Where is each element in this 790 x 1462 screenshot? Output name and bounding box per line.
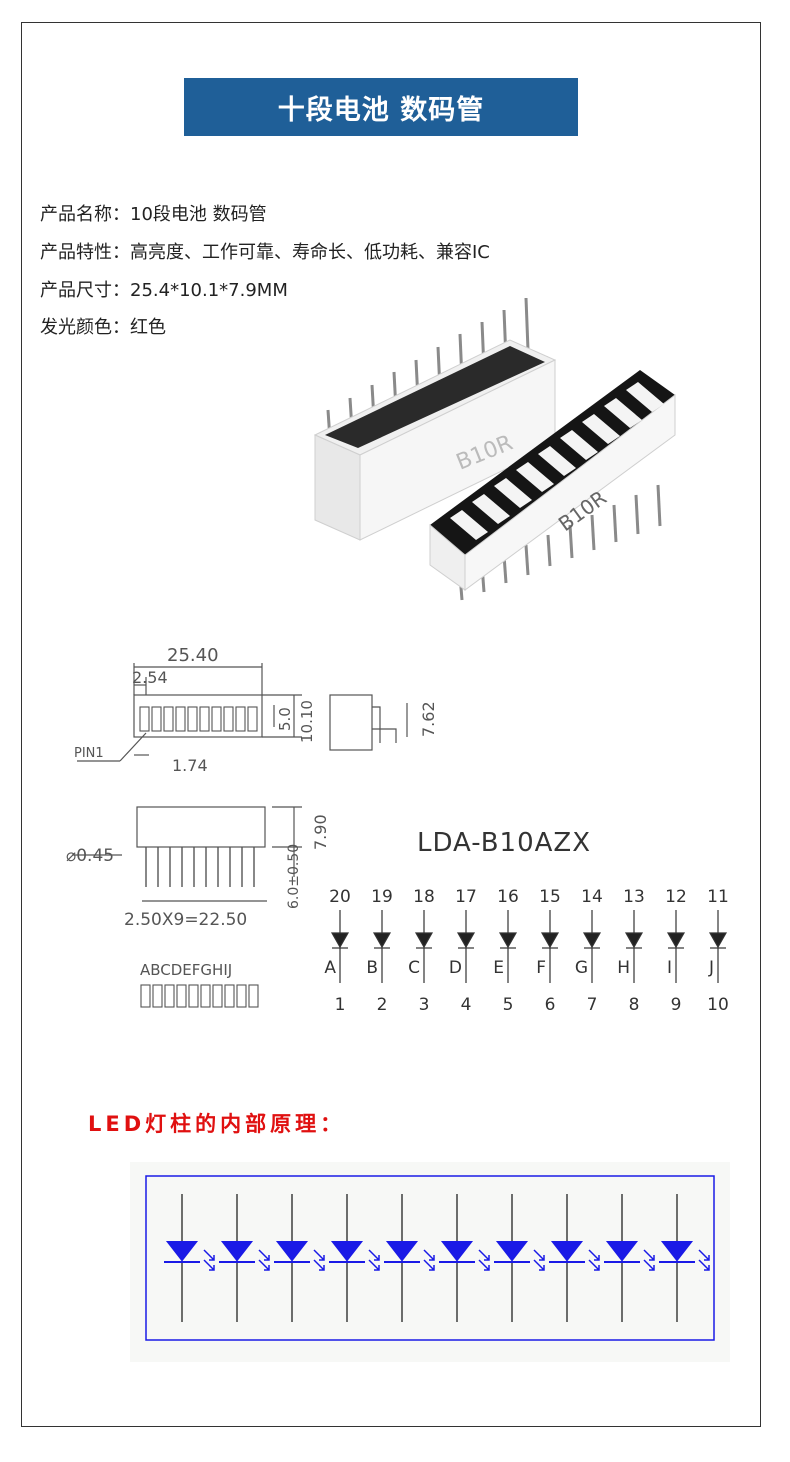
led-diode bbox=[659, 1241, 695, 1263]
pin-bottom-label: 10 bbox=[707, 995, 729, 1015]
pinout-diode bbox=[372, 910, 392, 983]
dim-pin-pitch: 2.50X9=22.50 bbox=[124, 910, 247, 930]
segment-label: H bbox=[617, 958, 630, 978]
front-view-body bbox=[136, 806, 266, 848]
spec-key: 产品尺寸： bbox=[40, 280, 130, 301]
segment-label: A bbox=[324, 958, 336, 978]
pinout-diode bbox=[582, 910, 602, 983]
dim-segment-height: 5.0 bbox=[276, 707, 294, 731]
pin-top-label: 16 bbox=[497, 887, 519, 907]
pin-bottom-label: 1 bbox=[335, 995, 346, 1015]
pin1-label: PIN1 bbox=[74, 746, 104, 761]
dim-side-width: 7.62 bbox=[419, 701, 438, 737]
spec-row-features: 产品特性：高亮度、工作可靠、寿命长、低功耗、兼容IC bbox=[40, 238, 490, 264]
led-section-heading: LED灯柱的内部原理： bbox=[88, 1112, 346, 1136]
pin-top-label: 18 bbox=[413, 887, 435, 907]
spec-row-name: 产品名称：10段电池 数码管 bbox=[40, 200, 267, 226]
spec-value: 25.4*10.1*7.9MM bbox=[130, 280, 288, 301]
pinout-diode bbox=[330, 910, 350, 983]
pin-bottom-label: 4 bbox=[461, 995, 472, 1015]
led-diode bbox=[274, 1241, 310, 1263]
pin-top-label: 19 bbox=[371, 887, 393, 907]
pin-top-label: 12 bbox=[665, 887, 687, 907]
segment-label: I bbox=[667, 958, 672, 978]
page-title-text: 十段电池 数码管 bbox=[277, 94, 485, 126]
dim-body-height: 10.10 bbox=[298, 700, 316, 743]
pinout-diode bbox=[624, 910, 644, 983]
spec-row-color: 发光颜色：红色 bbox=[40, 313, 166, 339]
spec-key: 发光颜色： bbox=[40, 317, 130, 338]
led-circuit-diagram bbox=[130, 1162, 730, 1362]
segment-label: C bbox=[408, 958, 420, 978]
segment-label: D bbox=[449, 958, 462, 978]
dim-pin-dia: ⌀0.45 bbox=[66, 846, 114, 866]
segment-label: F bbox=[536, 958, 546, 978]
pin-top-label: 11 bbox=[707, 887, 729, 907]
back-component: B10R bbox=[313, 297, 557, 541]
segment-label: G bbox=[575, 958, 588, 978]
segment-label: B bbox=[366, 958, 378, 978]
segment-letters: ABCDEFGHIJ bbox=[140, 961, 232, 979]
pinout-diode bbox=[666, 910, 686, 983]
segment-label: E bbox=[493, 958, 504, 978]
dim-pitch-top: 2.54 bbox=[132, 668, 168, 687]
pin-bottom-label: 5 bbox=[503, 995, 514, 1015]
pin-top-label: 15 bbox=[539, 887, 561, 907]
spec-row-size: 产品尺寸：25.4*10.1*7.9MM bbox=[40, 276, 288, 302]
spec-key: 产品名称： bbox=[40, 204, 130, 225]
led-diode bbox=[384, 1241, 420, 1263]
page-frame bbox=[21, 22, 761, 1427]
pin-bottom-label: 2 bbox=[377, 995, 388, 1015]
spec-value: 高亮度、工作可靠、寿命长、低功耗、兼容IC bbox=[130, 242, 490, 263]
circuit-border bbox=[145, 1175, 715, 1341]
dim-total-width: 25.40 bbox=[167, 645, 219, 666]
spec-value: 红色 bbox=[130, 317, 166, 338]
pin-bottom-label: 9 bbox=[671, 995, 682, 1015]
model-number: LDA-B10AZX bbox=[417, 828, 592, 858]
pin-top-label: 20 bbox=[329, 887, 351, 907]
product-photo: B10R B10R bbox=[313, 297, 676, 601]
dim-segment-width: 1.74 bbox=[172, 756, 208, 775]
pinout-diode bbox=[540, 910, 560, 983]
top-view-body bbox=[133, 694, 263, 738]
dim-depth: 7.90 bbox=[311, 814, 330, 850]
pinout-diode bbox=[498, 910, 518, 983]
led-diode bbox=[604, 1241, 640, 1263]
led-diode bbox=[494, 1241, 530, 1263]
pin-top-label: 14 bbox=[581, 887, 603, 907]
pinout-diode bbox=[708, 910, 728, 983]
pin-bottom-label: 6 bbox=[545, 995, 556, 1015]
spec-key: 产品特性： bbox=[40, 242, 130, 263]
pin-bottom-label: 3 bbox=[419, 995, 430, 1015]
dim-pin-length: 6.0±0.50 bbox=[286, 844, 302, 909]
led-diode bbox=[439, 1241, 475, 1263]
pin-top-label: 13 bbox=[623, 887, 645, 907]
technical-drawing: 25.40 2.54 5.0 10.10 7.62 PIN1 1.74 7.90… bbox=[62, 625, 732, 1030]
pin-bottom-label: 7 bbox=[587, 995, 598, 1015]
pinout-diode bbox=[414, 910, 434, 983]
pin-bottom-label: 8 bbox=[629, 995, 640, 1015]
led-diode bbox=[219, 1241, 255, 1263]
pin-top-label: 17 bbox=[455, 887, 477, 907]
led-diode bbox=[164, 1241, 200, 1263]
led-diode bbox=[329, 1241, 365, 1263]
segment-label: J bbox=[708, 958, 714, 978]
front-component: B10R bbox=[429, 370, 676, 601]
pinout-diode bbox=[456, 910, 476, 983]
led-diode bbox=[549, 1241, 585, 1263]
page-title: 十段电池 数码管 bbox=[184, 78, 578, 136]
side-view-body bbox=[329, 694, 373, 751]
spec-value: 10段电池 数码管 bbox=[130, 204, 267, 225]
